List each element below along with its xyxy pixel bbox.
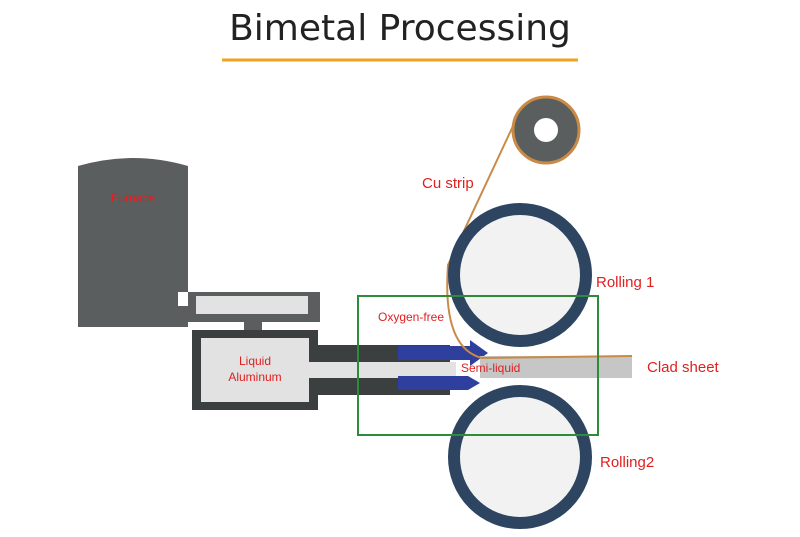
rolling1-label: Rolling 1 [596,274,654,291]
flow-arrow-lower [398,376,480,390]
clad-sheet-label: Clad sheet [647,359,720,376]
tundish [188,292,320,336]
roller-2 [448,385,592,529]
oxygen-free-zone [357,295,599,436]
cu-strip-label: Cu strip [422,175,474,192]
cu-spool-hub [534,118,558,142]
page-title: Bimetal Processing [229,8,571,49]
cu-strip [446,125,633,360]
rolling2-label: Rolling2 [600,454,654,471]
furnace-body [78,158,188,327]
roller-1 [448,203,592,347]
clad-sheet [480,356,632,378]
flow-arrow-upper [398,340,488,366]
liquid-aluminum-pool [201,338,309,402]
oxygen-free-label: Oxygen-free [378,310,444,324]
tundish-melt [196,296,308,314]
liquid-label-line2: Aluminum [228,370,281,384]
casting-chamber: Liquid Aluminum [192,330,456,410]
liquid-label-line1: Liquid [239,354,271,368]
flow-arrows [398,340,488,390]
semi-liquid-label: Semi-liquid [461,361,520,375]
furnace-label: Furnace [111,191,155,205]
nozzle-channel [306,362,456,378]
furnace: Furnace [78,158,188,327]
cu-spool [511,95,581,165]
